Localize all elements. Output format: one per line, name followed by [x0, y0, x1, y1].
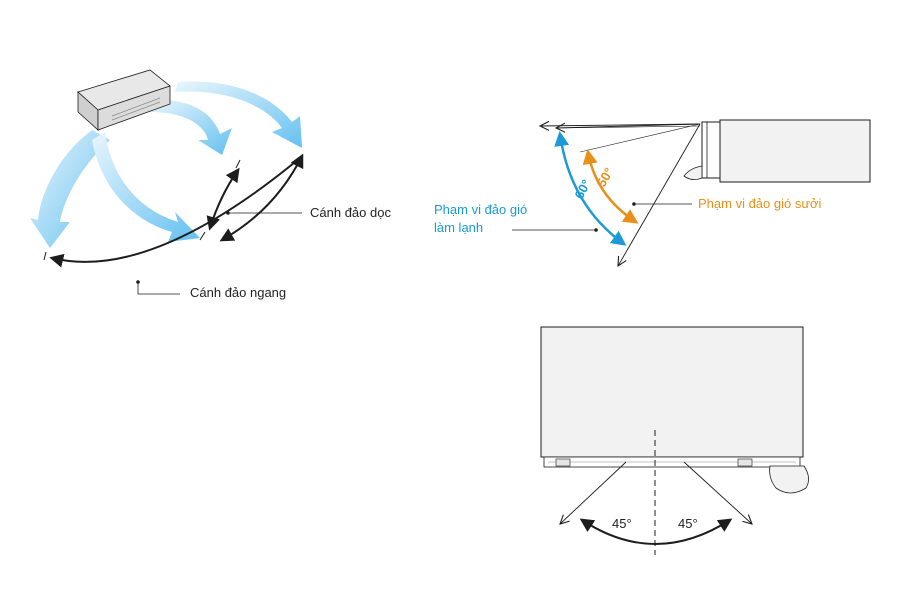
leader-dot	[594, 228, 598, 232]
leader-dot	[632, 202, 636, 206]
side-view-diagram: 60° 50° Phạm vi đảo gió sưởi Phạm vi đảo…	[434, 119, 871, 266]
unit-side-module	[769, 465, 809, 494]
unit-outlet-louver	[683, 165, 703, 180]
grille-clip	[555, 458, 571, 467]
swing-diagram: Cánh đảo dọc Cánh đảo ngang	[30, 69, 391, 300]
direction-line-warm	[579, 123, 701, 153]
cooling-angle-label: 60°	[571, 177, 593, 201]
indoor-unit-3d	[77, 69, 171, 131]
grille-clip	[737, 458, 753, 467]
horizontal-swing-arc	[579, 518, 733, 545]
unit-body-side	[719, 119, 871, 183]
airflow-stream-far-right	[175, 81, 302, 148]
leader-line-horizontal	[137, 282, 180, 295]
heating-angle-label: 50°	[594, 165, 617, 190]
label-cooling-range-line1: Phạm vi đảo gió	[434, 202, 527, 217]
label-horizontal-louver: Cánh đảo ngang	[190, 285, 286, 300]
unit-flange	[701, 121, 721, 179]
tick-mark	[199, 231, 206, 241]
horizontal-swing-arc-outer	[49, 157, 301, 268]
airflow-line-right	[683, 461, 752, 524]
airflow-line-left	[560, 461, 627, 524]
label-vertical-louver: Cánh đảo dọc	[310, 205, 391, 220]
unit-body-top	[540, 326, 804, 458]
cooling-range-arc	[554, 131, 627, 246]
label-cooling-range-line2: làm lạnh	[434, 220, 483, 235]
airflow-stream-mid-left	[92, 132, 200, 242]
airflow-stream-mid-right	[150, 99, 232, 155]
tick-mark	[235, 159, 241, 169]
leader-dot	[226, 211, 230, 215]
direction-line-cool	[556, 124, 701, 128]
angle-label-right: 45°	[678, 516, 698, 531]
airflow-streams	[30, 81, 302, 248]
top-view-diagram: 45° 45°	[540, 326, 809, 555]
label-heating-range: Phạm vi đảo gió sưởi	[698, 196, 822, 211]
horizontal-swing-arc-inner	[219, 153, 304, 242]
angle-label-left: 45°	[612, 516, 632, 531]
airflow-stream-far-left	[30, 130, 110, 248]
heating-range-arc	[582, 149, 639, 224]
direction-line-down	[618, 123, 701, 266]
tick-mark	[43, 251, 47, 261]
